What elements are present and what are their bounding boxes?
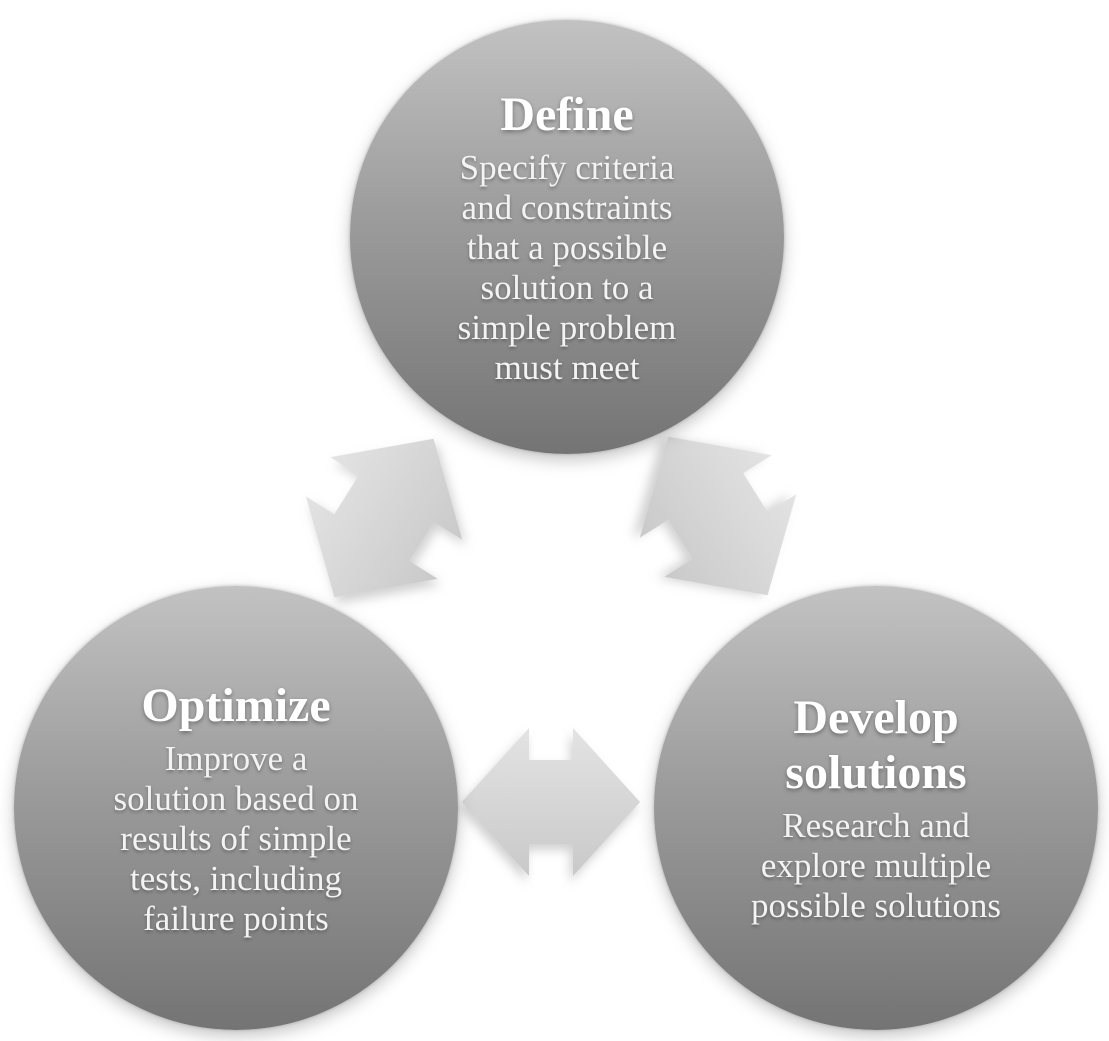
node-develop-solutions-title: Develop solutions: [785, 691, 967, 799]
node-define-title: Define: [500, 87, 634, 141]
node-define: Define Specify criteria and constraints …: [350, 20, 784, 454]
node-develop-solutions-description: Research and explore multiple possible s…: [751, 806, 1001, 925]
node-optimize: Optimize Improve a solution based on res…: [14, 586, 458, 1030]
node-develop-solutions: Develop solutions Research and explore m…: [654, 586, 1098, 1030]
double-arrow-optimize-develop: [462, 728, 640, 876]
node-optimize-description: Improve a solution based on results of s…: [113, 738, 359, 938]
node-define-description: Specify criteria and constraints that a …: [457, 147, 677, 387]
node-optimize-title: Optimize: [141, 678, 331, 732]
